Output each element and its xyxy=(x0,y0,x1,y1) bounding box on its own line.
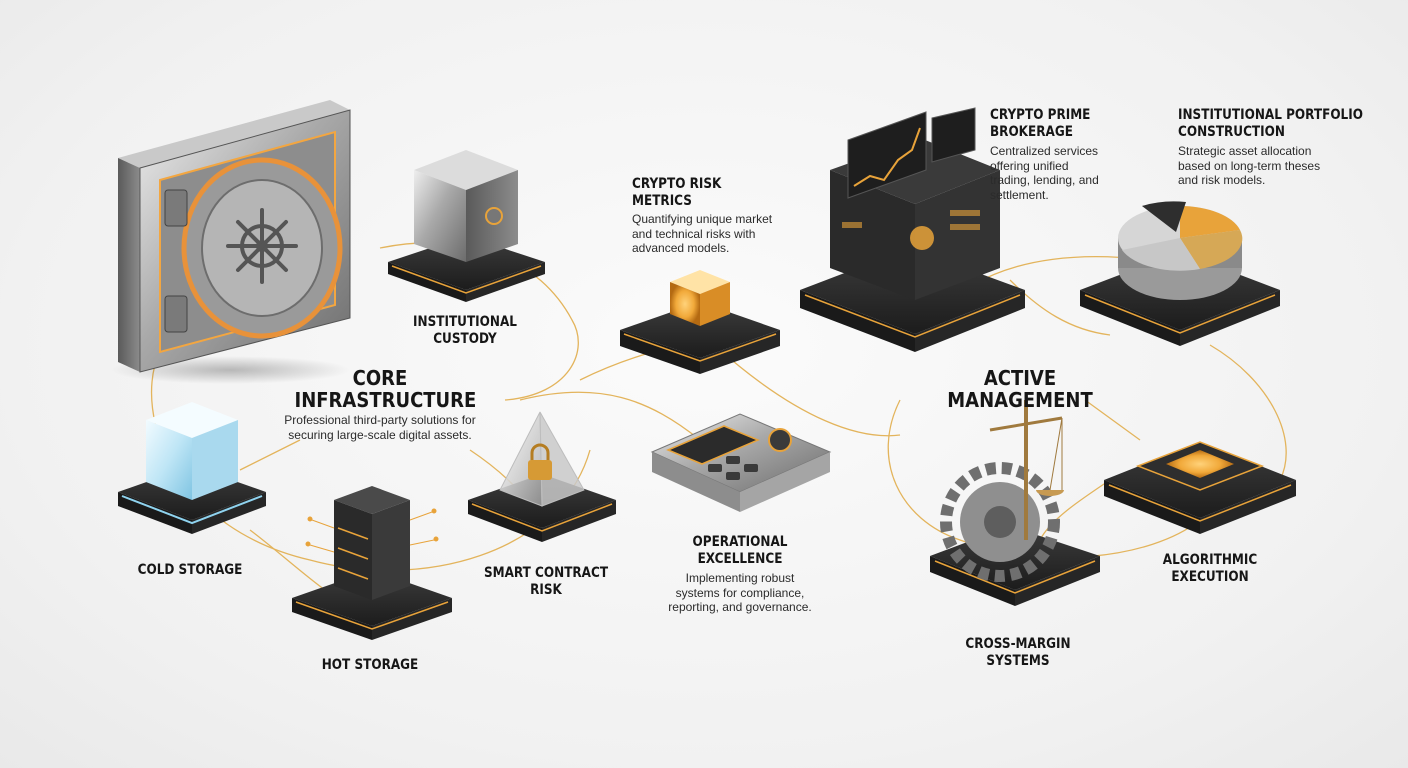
algorithmic-execution-label: ALGORITHMIC EXECUTION xyxy=(1162,552,1258,585)
connector-active-ring xyxy=(887,399,1201,559)
cold-storage-label: COLD STORAGE xyxy=(137,562,243,578)
active-management-title: ACTIVE MANAGEMENT xyxy=(935,367,1106,411)
institutional-custody-label: INSTITUTIONAL CUSTODY xyxy=(413,314,517,347)
connector-risk-active xyxy=(719,349,901,437)
connector-active-algo xyxy=(1084,399,1141,441)
cpu-chip-icon xyxy=(1104,441,1296,534)
crypto-prime-brokerage-label: CRYPTO PRIME BROKERAGE xyxy=(990,107,1091,140)
hot-storage-label: HOT STORAGE xyxy=(321,657,419,673)
core-infrastructure-title-text: CORE INFRASTRUCTURE xyxy=(294,366,477,412)
cross-margin-systems-label: CROSS-MARGIN SYSTEMS xyxy=(965,636,1071,669)
vault-icon xyxy=(110,100,351,384)
crypto-risk-metrics-label: CRYPTO RISK METRICS xyxy=(632,176,722,209)
core-infrastructure-description: Professional third-party solutions for s… xyxy=(284,413,476,442)
connector-risk-ops xyxy=(519,391,701,441)
institutional-portfolio-construction-label: INSTITUTIONAL PORTFOLIO CONSTRUCTION xyxy=(1178,107,1363,140)
connector-active-cross xyxy=(1039,479,1111,541)
ice-cube-icon xyxy=(118,402,266,534)
gear-scales-icon xyxy=(930,400,1100,606)
institutional-portfolio-construction-description: Strategic asset allocation based on long… xyxy=(1178,144,1321,187)
connector-core-cold xyxy=(239,439,301,471)
operational-excellence-description: Implementing robust systems for complian… xyxy=(668,571,812,614)
core-infrastructure-title: CORE INFRASTRUCTURE xyxy=(295,367,477,411)
connector-active-portfolio xyxy=(1209,344,1287,481)
glowing-cube-icon xyxy=(620,270,780,374)
safe-icon xyxy=(388,150,545,302)
active-management-title-text: ACTIVE MANAGEMENT xyxy=(947,366,1093,412)
pyramid-lock-icon xyxy=(468,411,616,542)
pie-chart-icon xyxy=(1080,201,1280,346)
control-panel-icon xyxy=(650,413,832,512)
smart-contract-risk-label: SMART CONTRACT RISK xyxy=(483,565,609,598)
trading-terminal-icon xyxy=(800,107,1025,352)
crypto-risk-metrics-description: Quantifying unique market and technical … xyxy=(632,212,773,255)
server-icon xyxy=(292,486,452,640)
operational-excellence-label: OPERATIONAL EXCELLENCE xyxy=(692,534,788,567)
crypto-prime-brokerage-description: Centralized services offering unified tr… xyxy=(990,144,1099,202)
